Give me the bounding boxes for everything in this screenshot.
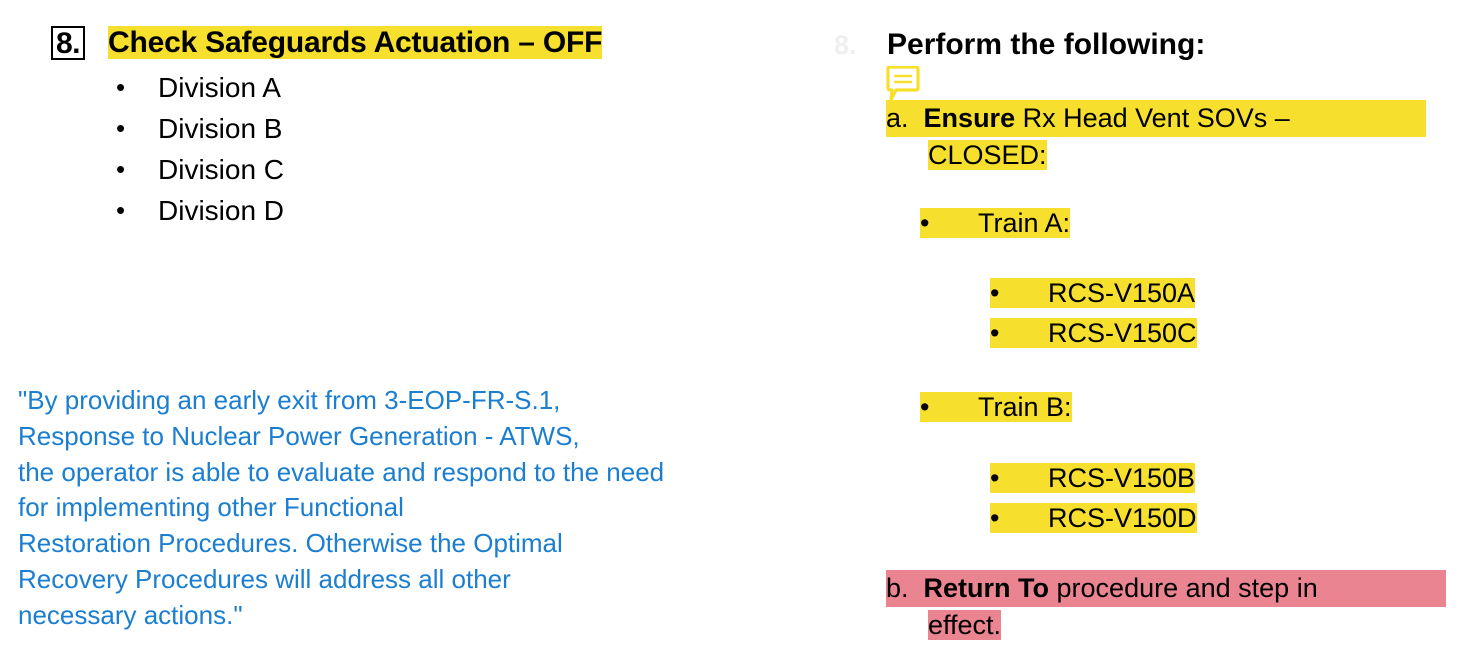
item-b-line1: b. Return To procedure and step in bbox=[886, 570, 1446, 607]
quote-line: the operator is able to evaluate and res… bbox=[18, 456, 665, 487]
item-a-line2: CLOSED: bbox=[928, 137, 1426, 174]
bullet-icon: • bbox=[920, 392, 930, 422]
train-b-valve-list: • RCS-V150B • RCS-V150D bbox=[990, 460, 1197, 540]
train-a-row: • Train A: bbox=[920, 205, 1071, 241]
step-heading: Check Safeguards Actuation – OFF bbox=[108, 26, 602, 60]
right-column: Perform the following: a. Ensure Rx Head… bbox=[860, 0, 1476, 655]
train-b-highlight: • Train B: bbox=[920, 392, 1072, 422]
step-heading-text: Check Safeguards Actuation – OFF bbox=[108, 26, 603, 59]
item-a-rest: Rx Head Vent SOVs – bbox=[1015, 103, 1290, 133]
valve-label: RCS-V150C bbox=[1048, 318, 1197, 348]
division-list: Division A Division B Division C Divisio… bbox=[108, 67, 528, 231]
list-item: • RCS-V150C bbox=[990, 315, 1197, 352]
item-b: b. Return To procedure and step in effec… bbox=[886, 570, 1446, 644]
division-label: Division C bbox=[158, 154, 285, 185]
item-a-line1: a. Ensure Rx Head Vent SOVs – bbox=[886, 100, 1426, 137]
quote-line: Response to Nuclear Power Generation - A… bbox=[18, 420, 580, 451]
bullet-icon: • bbox=[990, 503, 1000, 533]
comment-bubble-icon[interactable] bbox=[886, 65, 920, 102]
left-column: 8. Check Safeguards Actuation – OFF Divi… bbox=[0, 0, 860, 655]
valve-label: RCS-V150A bbox=[1048, 278, 1196, 308]
quote-line: "By providing an early exit from 3-EOP-F… bbox=[18, 385, 561, 415]
quote-line: Recovery Procedures will address all oth… bbox=[18, 563, 511, 594]
item-b-line2: effect. bbox=[928, 607, 1446, 644]
division-label: Division B bbox=[158, 113, 283, 144]
valve-label: RCS-V150D bbox=[1048, 503, 1197, 533]
list-item: • RCS-V150B bbox=[990, 460, 1197, 497]
bullet-icon: • bbox=[920, 208, 930, 238]
list-item: Division A bbox=[108, 67, 528, 108]
step-number-box: 8. bbox=[51, 26, 85, 60]
list-item: Division B bbox=[108, 108, 528, 149]
item-b-continuation: effect. bbox=[928, 610, 1002, 640]
valve-label: RCS-V150B bbox=[1048, 463, 1196, 493]
train-b-label: Train B: bbox=[978, 392, 1072, 422]
list-item: • RCS-V150A bbox=[990, 275, 1197, 312]
item-a-continuation: CLOSED: bbox=[928, 140, 1047, 170]
valve-highlight: • RCS-V150B bbox=[990, 463, 1196, 493]
item-b-bold: Return To bbox=[923, 573, 1050, 603]
division-label: Division A bbox=[158, 72, 281, 103]
item-a-bold: Ensure bbox=[923, 103, 1016, 133]
valve-highlight: • RCS-V150A bbox=[990, 278, 1196, 308]
bullet-icon: • bbox=[990, 463, 1000, 493]
bullet-icon: • bbox=[990, 318, 1000, 348]
quote-line: necessary actions." bbox=[18, 599, 243, 630]
quote-block: "By providing an early exit from 3-EOP-F… bbox=[18, 383, 848, 634]
quote-line: for implementing other Functional bbox=[18, 492, 404, 523]
division-label: Division D bbox=[158, 195, 285, 226]
quote-line: Restoration Procedures. Otherwise the Op… bbox=[18, 528, 563, 559]
item-a: a. Ensure Rx Head Vent SOVs – CLOSED: bbox=[886, 100, 1426, 174]
train-b-row: • Train B: bbox=[920, 389, 1072, 425]
valve-highlight: • RCS-V150C bbox=[990, 318, 1197, 348]
item-a-marker: a. bbox=[886, 103, 909, 133]
bullet-icon: • bbox=[990, 278, 1000, 308]
list-item: • RCS-V150D bbox=[990, 500, 1197, 537]
list-item: Division C bbox=[108, 149, 528, 190]
valve-highlight: • RCS-V150D bbox=[990, 503, 1197, 533]
train-a-label: Train A: bbox=[978, 208, 1071, 238]
faded-step-number-artifact: 8. bbox=[834, 30, 857, 60]
perform-heading: Perform the following: bbox=[887, 28, 1206, 61]
list-item: Division D bbox=[108, 190, 528, 231]
train-a-highlight: • Train A: bbox=[920, 208, 1071, 238]
item-b-rest: procedure and step in bbox=[1049, 573, 1318, 603]
train-a-valve-list: • RCS-V150A • RCS-V150C bbox=[990, 275, 1197, 355]
item-b-marker: b. bbox=[886, 573, 909, 603]
